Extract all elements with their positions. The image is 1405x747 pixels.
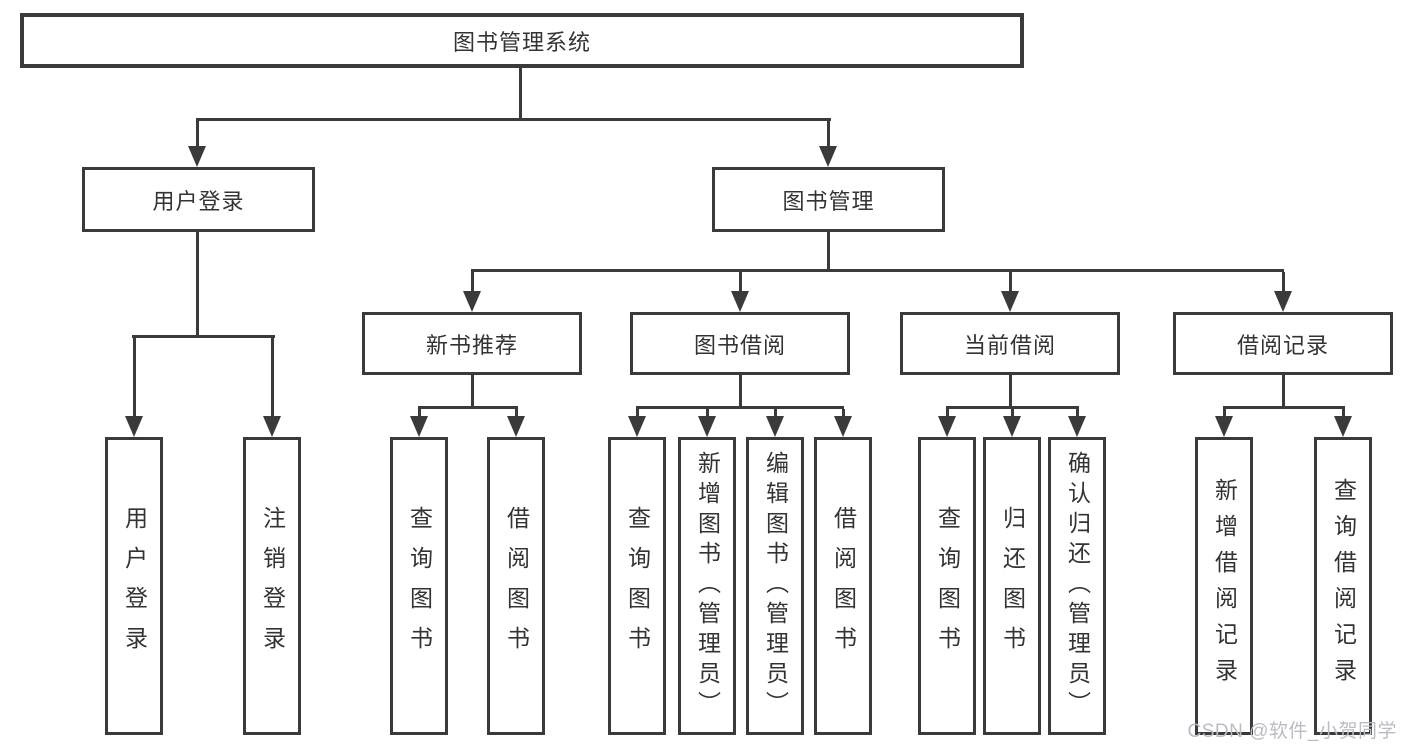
arrow-to-new-book-recommend bbox=[463, 272, 481, 312]
node-current-borrow-label: 当前借阅 bbox=[963, 332, 1056, 358]
connector-user-login-stub bbox=[196, 230, 199, 338]
arrow-to-book-management bbox=[819, 121, 837, 167]
node-query-books-recommend-label: 查询图书 bbox=[406, 506, 433, 666]
connector-root-stub bbox=[519, 66, 522, 121]
node-add-book-admin-label: 新增图书（管理员） bbox=[694, 451, 721, 721]
node-user-login-leaf: 用户登录 bbox=[105, 437, 163, 735]
node-query-books-borrow-label: 查询图书 bbox=[624, 506, 651, 666]
arrow-borrow-borrow bbox=[834, 409, 852, 437]
csdn-watermark: CSDN @软件_小贺同学 bbox=[1187, 721, 1397, 742]
node-confirm-return-admin: 确认归还（管理员） bbox=[1048, 437, 1106, 735]
connector-level2-hline bbox=[196, 118, 831, 121]
connector-login-group-hline bbox=[132, 335, 275, 338]
arrow-recommend-query bbox=[410, 409, 428, 437]
node-add-book-admin: 新增图书（管理员） bbox=[678, 437, 736, 735]
node-confirm-return-admin-label: 确认归还（管理员） bbox=[1064, 451, 1091, 721]
arrow-current-confirm bbox=[1068, 409, 1086, 437]
node-logout: 注销登录 bbox=[243, 437, 301, 735]
connector-borrow-stub bbox=[739, 373, 742, 409]
arrow-borrow-add bbox=[698, 409, 716, 437]
node-logout-label: 注销登录 bbox=[259, 506, 286, 666]
node-current-borrow: 当前借阅 bbox=[900, 312, 1120, 375]
node-new-book-recommend-label: 新书推荐 bbox=[425, 332, 518, 358]
node-borrow-books-recommend: 借阅图书 bbox=[487, 437, 545, 735]
node-borrow-books-borrow: 借阅图书 bbox=[814, 437, 872, 735]
node-borrow-books-borrow-label: 借阅图书 bbox=[830, 506, 857, 666]
node-query-borrow-record: 查询借阅记录 bbox=[1314, 437, 1372, 735]
connector-recommend-stub bbox=[471, 373, 474, 409]
arrow-to-book-borrow bbox=[731, 272, 749, 312]
connector-records-hline bbox=[1223, 406, 1345, 409]
node-query-borrow-record-label: 查询借阅记录 bbox=[1330, 478, 1357, 694]
node-query-books-borrow: 查询图书 bbox=[608, 437, 666, 735]
node-book-management: 图书管理 bbox=[712, 167, 945, 232]
node-book-borrow: 图书借阅 bbox=[630, 312, 850, 375]
node-edit-book-admin: 编辑图书（管理员） bbox=[746, 437, 804, 735]
node-query-books-recommend: 查询图书 bbox=[390, 437, 448, 735]
node-root-label: 图书管理系统 bbox=[452, 29, 591, 55]
connector-recommend-hline bbox=[418, 406, 518, 409]
node-query-books-current-label: 查询图书 bbox=[934, 506, 961, 666]
arrow-to-borrow-records bbox=[1274, 272, 1292, 312]
arrow-current-query bbox=[938, 409, 956, 437]
arrow-to-current-borrow bbox=[1001, 272, 1019, 312]
connector-book-management-stub bbox=[827, 230, 830, 272]
node-book-management-label: 图书管理 bbox=[782, 188, 875, 214]
node-user-login-label: 用户登录 bbox=[152, 188, 245, 214]
arrow-records-add bbox=[1215, 409, 1233, 437]
node-user-login: 用户登录 bbox=[82, 167, 315, 232]
connector-current-stub bbox=[1009, 373, 1012, 409]
node-new-book-recommend: 新书推荐 bbox=[362, 312, 582, 375]
node-borrow-records-label: 借阅记录 bbox=[1236, 332, 1329, 358]
node-borrow-books-recommend-label: 借阅图书 bbox=[503, 506, 530, 666]
arrow-borrow-query bbox=[628, 409, 646, 437]
node-add-borrow-record: 新增借阅记录 bbox=[1195, 437, 1253, 735]
connector-borrow-hline bbox=[636, 406, 844, 409]
arrow-borrow-edit bbox=[766, 409, 784, 437]
arrow-recommend-borrow bbox=[507, 409, 525, 437]
arrow-records-query bbox=[1334, 409, 1352, 437]
node-user-login-leaf-label: 用户登录 bbox=[121, 506, 148, 666]
node-add-borrow-record-label: 新增借阅记录 bbox=[1211, 478, 1238, 694]
arrow-to-logout bbox=[263, 338, 281, 437]
arrow-current-return bbox=[1003, 409, 1021, 437]
connector-level3-hline bbox=[471, 269, 1284, 272]
arrow-to-user-login bbox=[188, 121, 206, 167]
node-borrow-records: 借阅记录 bbox=[1173, 312, 1393, 375]
node-return-book: 归还图书 bbox=[983, 437, 1041, 735]
connector-records-stub bbox=[1282, 373, 1285, 409]
connector-current-hline bbox=[946, 406, 1079, 409]
node-book-borrow-label: 图书借阅 bbox=[693, 332, 786, 358]
node-root: 图书管理系统 bbox=[20, 13, 1024, 68]
node-query-books-current: 查询图书 bbox=[918, 437, 976, 735]
arrow-to-user-login-leaf bbox=[125, 338, 143, 437]
node-edit-book-admin-label: 编辑图书（管理员） bbox=[762, 451, 789, 721]
node-return-book-label: 归还图书 bbox=[999, 506, 1026, 666]
